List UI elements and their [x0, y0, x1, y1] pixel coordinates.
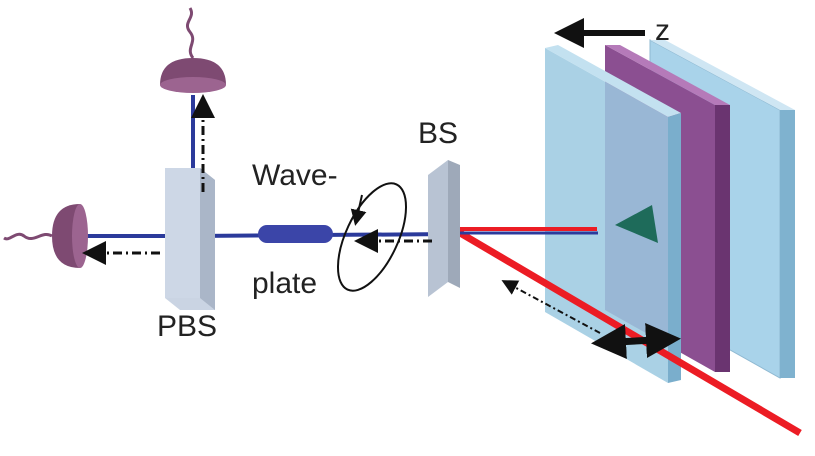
left-detector: [3, 204, 88, 268]
sample-triangle: [615, 205, 658, 243]
bs-plate: [428, 160, 460, 297]
blue-beam-path: [82, 95, 598, 238]
z-label: z: [655, 14, 670, 47]
pbs-label: PBS: [157, 310, 217, 343]
rotation-arrow-icon: [350, 194, 367, 226]
waveplate-label-line1: Wave-: [252, 159, 338, 192]
waveplate-rotation-ring: [336, 182, 408, 292]
bs-label: BS: [418, 117, 458, 150]
waveplate-label-line2: plate: [252, 267, 317, 300]
plate-stack: [545, 39, 795, 383]
waveplate-element: [258, 225, 333, 243]
translation-arrow-icon: [591, 322, 681, 360]
signal-arrows: [82, 94, 601, 334]
pbs-cube: [165, 168, 215, 310]
top-detector: [160, 7, 226, 93]
